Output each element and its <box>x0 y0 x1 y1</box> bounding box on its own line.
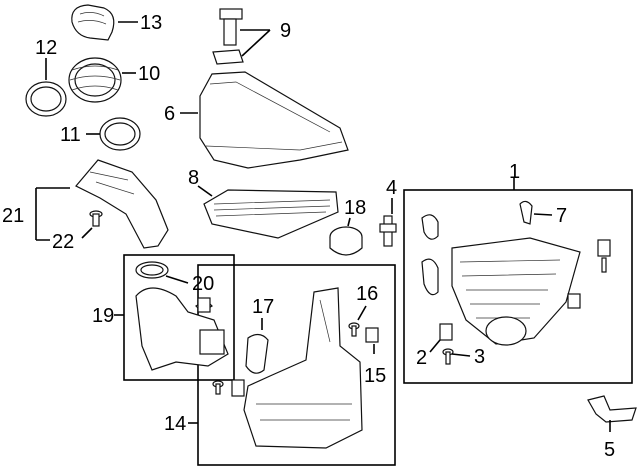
callout-8: 8 <box>188 167 199 189</box>
leader-8 <box>197 185 213 197</box>
part-1-grommet-right <box>597 239 611 257</box>
callout-7: 7 <box>556 205 567 227</box>
callout-12: 12 <box>35 37 57 59</box>
callout-15: 15 <box>364 365 386 387</box>
part-20-seal <box>135 261 169 279</box>
leader-3 <box>451 353 471 357</box>
part-16-bolt <box>348 322 360 337</box>
leader-2 <box>429 339 441 353</box>
callout-2: 2 <box>416 347 427 369</box>
callout-5: 5 <box>604 439 615 461</box>
callout-14: 14 <box>164 413 186 435</box>
callout-1: 1 <box>509 161 520 183</box>
part-22-clip <box>89 210 103 227</box>
leader-9 <box>240 29 271 57</box>
part-5-bracket <box>587 395 637 423</box>
part-14-grommet <box>231 379 245 397</box>
box-intake-duct <box>123 254 235 381</box>
part-7-clip <box>519 200 533 225</box>
leader-20 <box>165 275 189 284</box>
part-1-housing <box>451 237 581 346</box>
callout-22: 22 <box>52 231 74 253</box>
part-1-pin <box>601 257 607 273</box>
leader-18 <box>347 217 351 227</box>
part-21-intake-duct <box>75 159 169 249</box>
part-14-bolt <box>212 380 224 395</box>
callout-13: 13 <box>140 12 162 34</box>
part-1-grommet-mid <box>567 293 581 309</box>
part-18-grommet <box>329 226 363 256</box>
callout-21: 21 <box>2 205 24 227</box>
part-9-sensor <box>212 8 244 65</box>
part-13-resonator <box>71 4 115 41</box>
callout-6: 6 <box>164 103 175 125</box>
callout-20: 20 <box>192 273 214 295</box>
part-1-hose-upper <box>421 214 439 240</box>
part-12-clamp <box>25 81 67 117</box>
part-6-upper-cover <box>199 71 349 169</box>
leader-22 <box>81 227 93 239</box>
callout-19: 19 <box>92 305 114 327</box>
part-19-grommet <box>197 297 211 313</box>
part-14-lower-housing <box>243 287 363 449</box>
callout-10: 10 <box>138 63 160 85</box>
part-17-seal <box>245 333 269 374</box>
callout-9: 9 <box>280 20 291 42</box>
leader-21 <box>35 187 70 241</box>
callout-18: 18 <box>344 197 366 219</box>
callout-3: 3 <box>474 346 485 368</box>
callout-11: 11 <box>60 124 81 146</box>
part-10-bellows <box>68 57 122 103</box>
callout-17: 17 <box>252 296 274 318</box>
callout-16: 16 <box>356 283 378 305</box>
part-4-bolt <box>379 215 397 247</box>
part-8-filter <box>203 189 339 239</box>
part-19-duct <box>135 287 229 371</box>
part-2-grommet <box>439 323 453 341</box>
callout-4: 4 <box>386 177 397 199</box>
part-3-bolt <box>442 348 454 365</box>
leader-7 <box>533 213 553 216</box>
part-1-hose-lower <box>421 258 439 296</box>
leader-16 <box>357 305 367 321</box>
box-air-cleaner-assembly <box>403 189 633 384</box>
part-15-grommet <box>365 327 379 343</box>
part-11-clamp <box>99 117 141 151</box>
